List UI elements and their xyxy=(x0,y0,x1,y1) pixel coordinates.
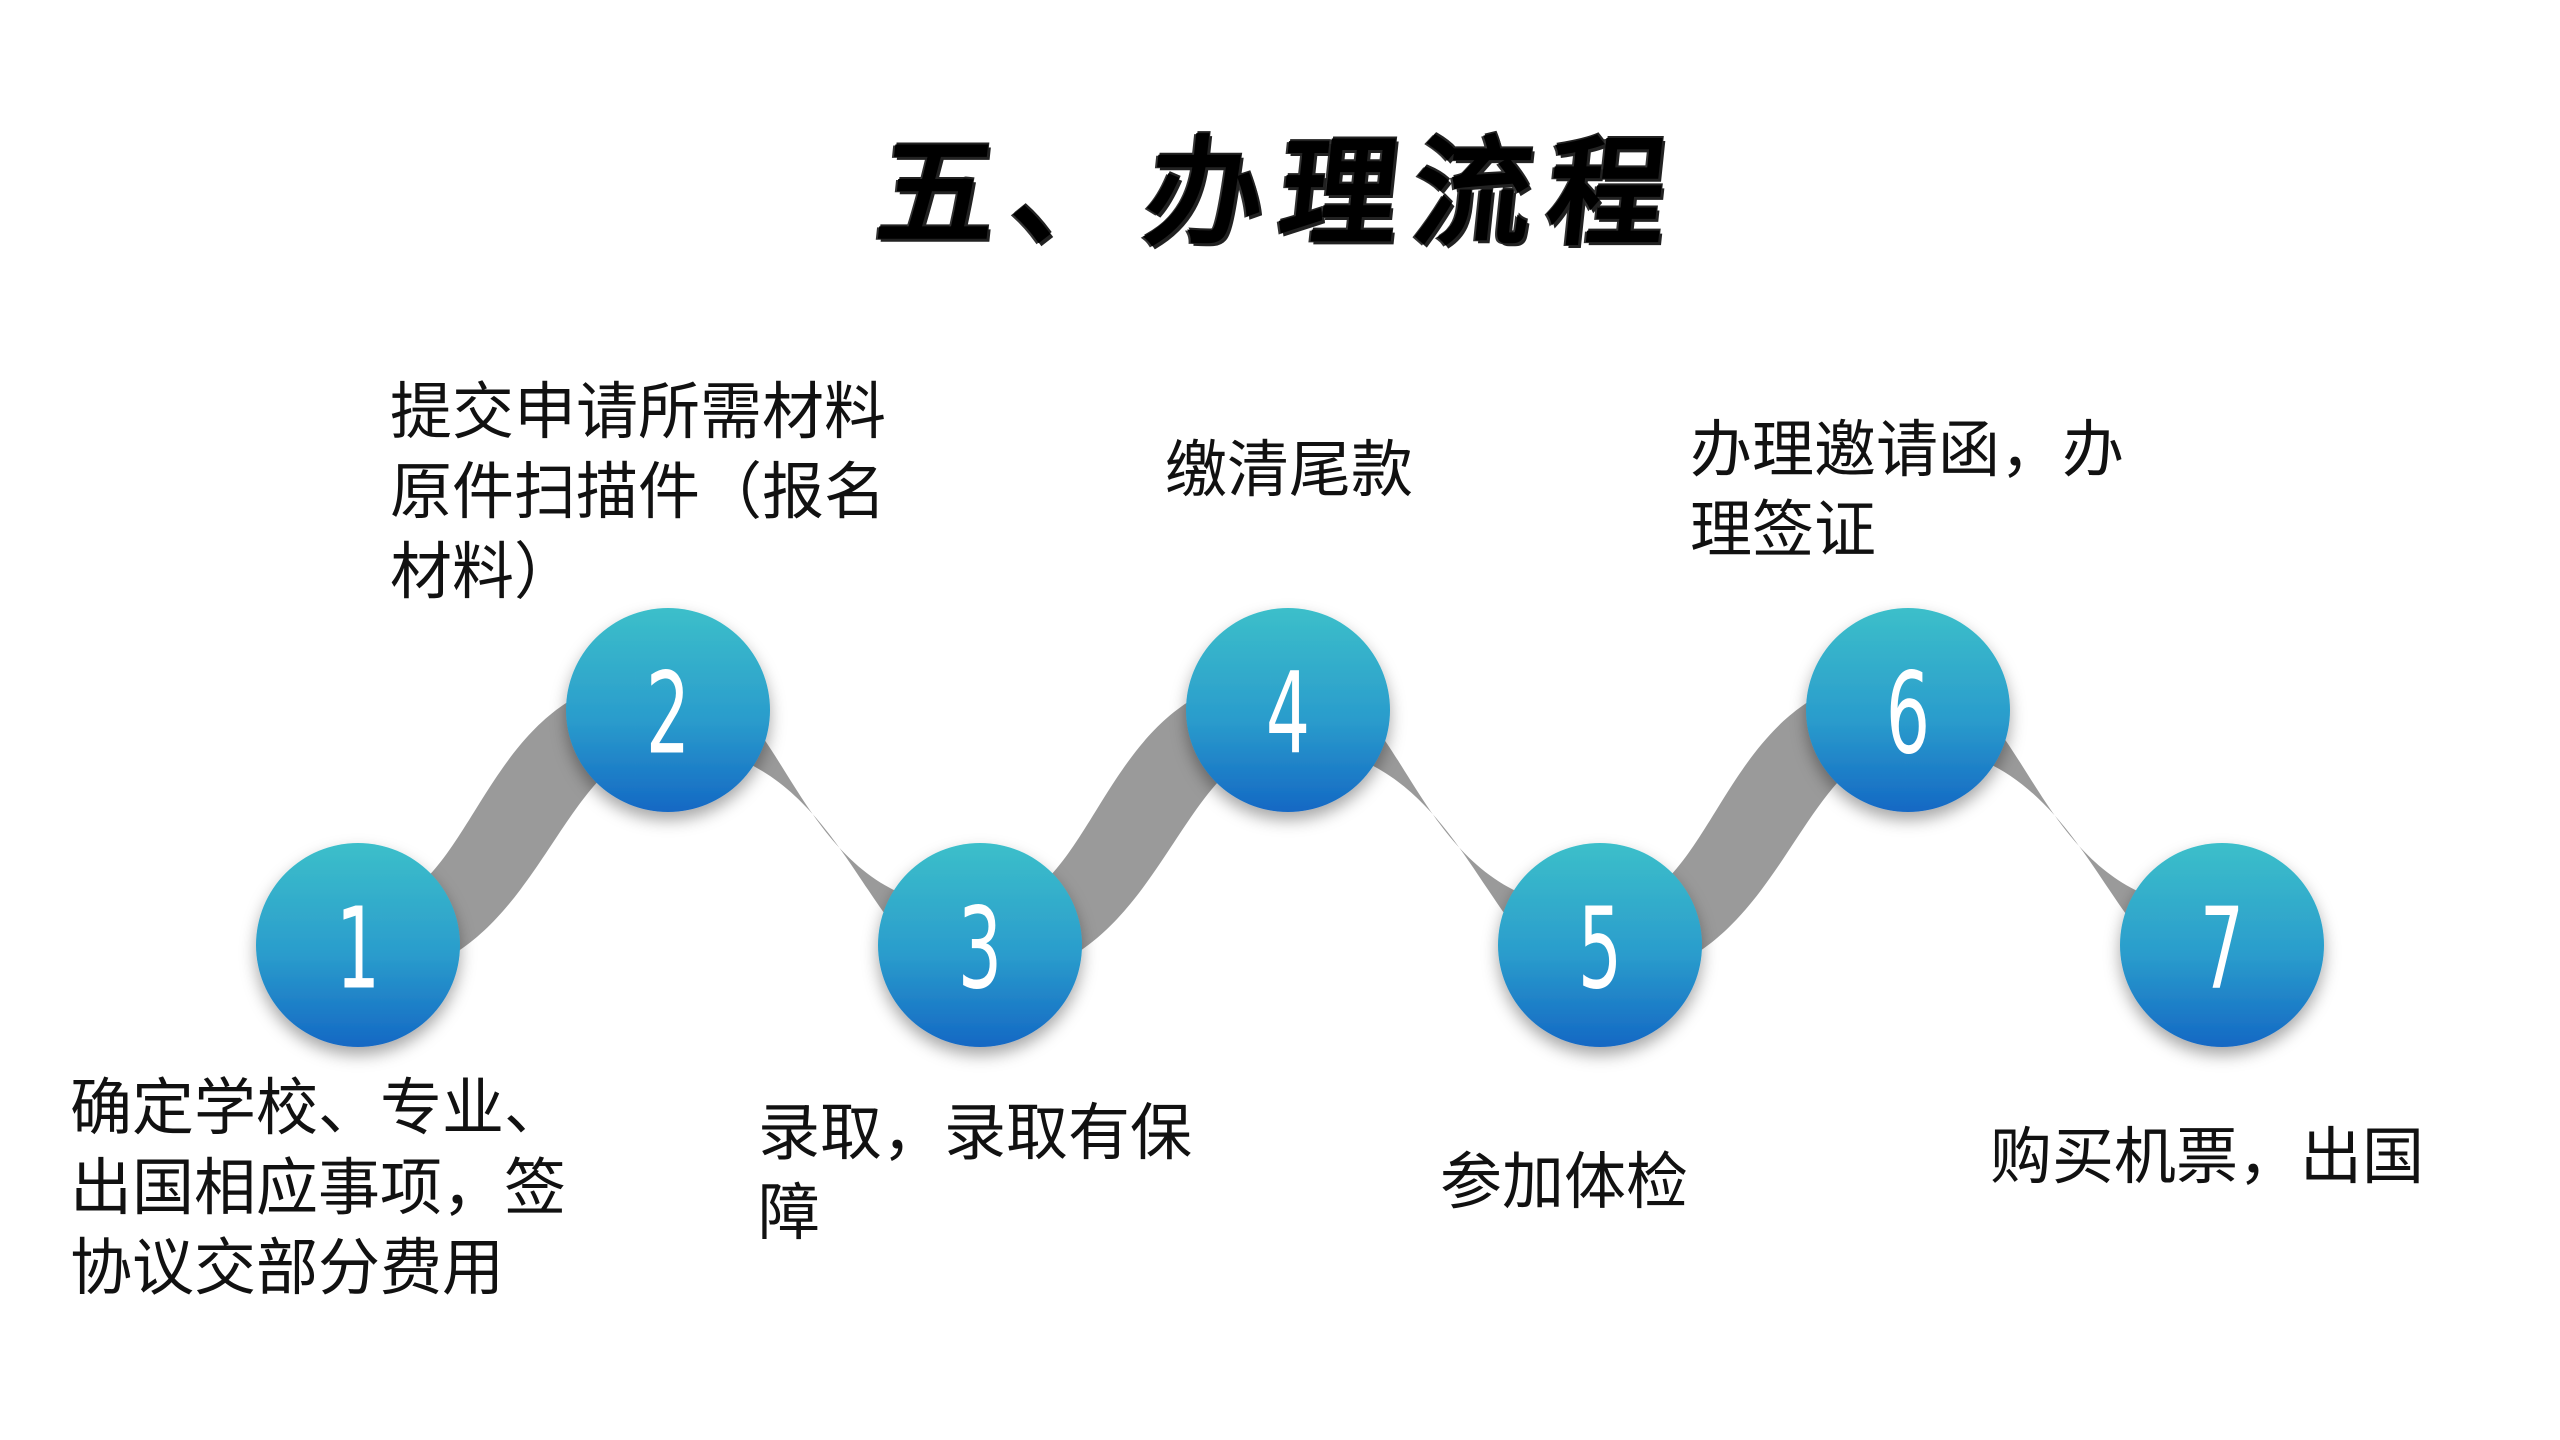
step-7-number: 7 xyxy=(2200,884,2244,1014)
step-3-node: 3 xyxy=(878,843,1082,1047)
step-3-circle xyxy=(878,843,1082,1047)
step-2-number: 2 xyxy=(646,649,690,779)
step-5-node: 5 xyxy=(1498,843,1702,1047)
step-5-label: 参加体检 xyxy=(1440,1145,1689,1218)
step-3-number: 3 xyxy=(958,884,1002,1014)
step-3-label: 录取，录取有保障 xyxy=(758,1096,1193,1249)
step-6-circle xyxy=(1806,608,2010,812)
step-1-number: 1 xyxy=(336,884,380,1014)
step-1-circle xyxy=(256,843,460,1047)
step-4-number: 4 xyxy=(1266,649,1310,779)
step-7-circle xyxy=(2120,843,2324,1047)
step-5-circle xyxy=(1498,843,1702,1047)
step-7-label: 购买机票，出国 xyxy=(1990,1120,2425,1193)
step-1-node: 1 xyxy=(256,843,460,1047)
step-nodes: 1 2 3 4 5 6 7 xyxy=(256,608,2324,1047)
step-2-circle xyxy=(566,608,770,812)
step-4-circle xyxy=(1186,608,1390,812)
step-2-node: 2 xyxy=(566,608,770,812)
step-2-label: 提交申请所需材料原件扫描件（报名材料） xyxy=(390,375,887,608)
step-4-label: 缴清尾款 xyxy=(1165,433,1414,506)
step-5-number: 5 xyxy=(1578,884,1622,1014)
step-6-node: 6 xyxy=(1806,608,2010,812)
step-7-node: 7 xyxy=(2120,843,2324,1047)
step-6-number: 6 xyxy=(1886,649,1930,779)
step-4-node: 4 xyxy=(1186,608,1390,812)
step-1-label: 确定学校、专业、出国相应事项，签协议交部分费用 xyxy=(70,1071,567,1304)
step-6-label: 办理邀请函，办理签证 xyxy=(1690,413,2125,566)
